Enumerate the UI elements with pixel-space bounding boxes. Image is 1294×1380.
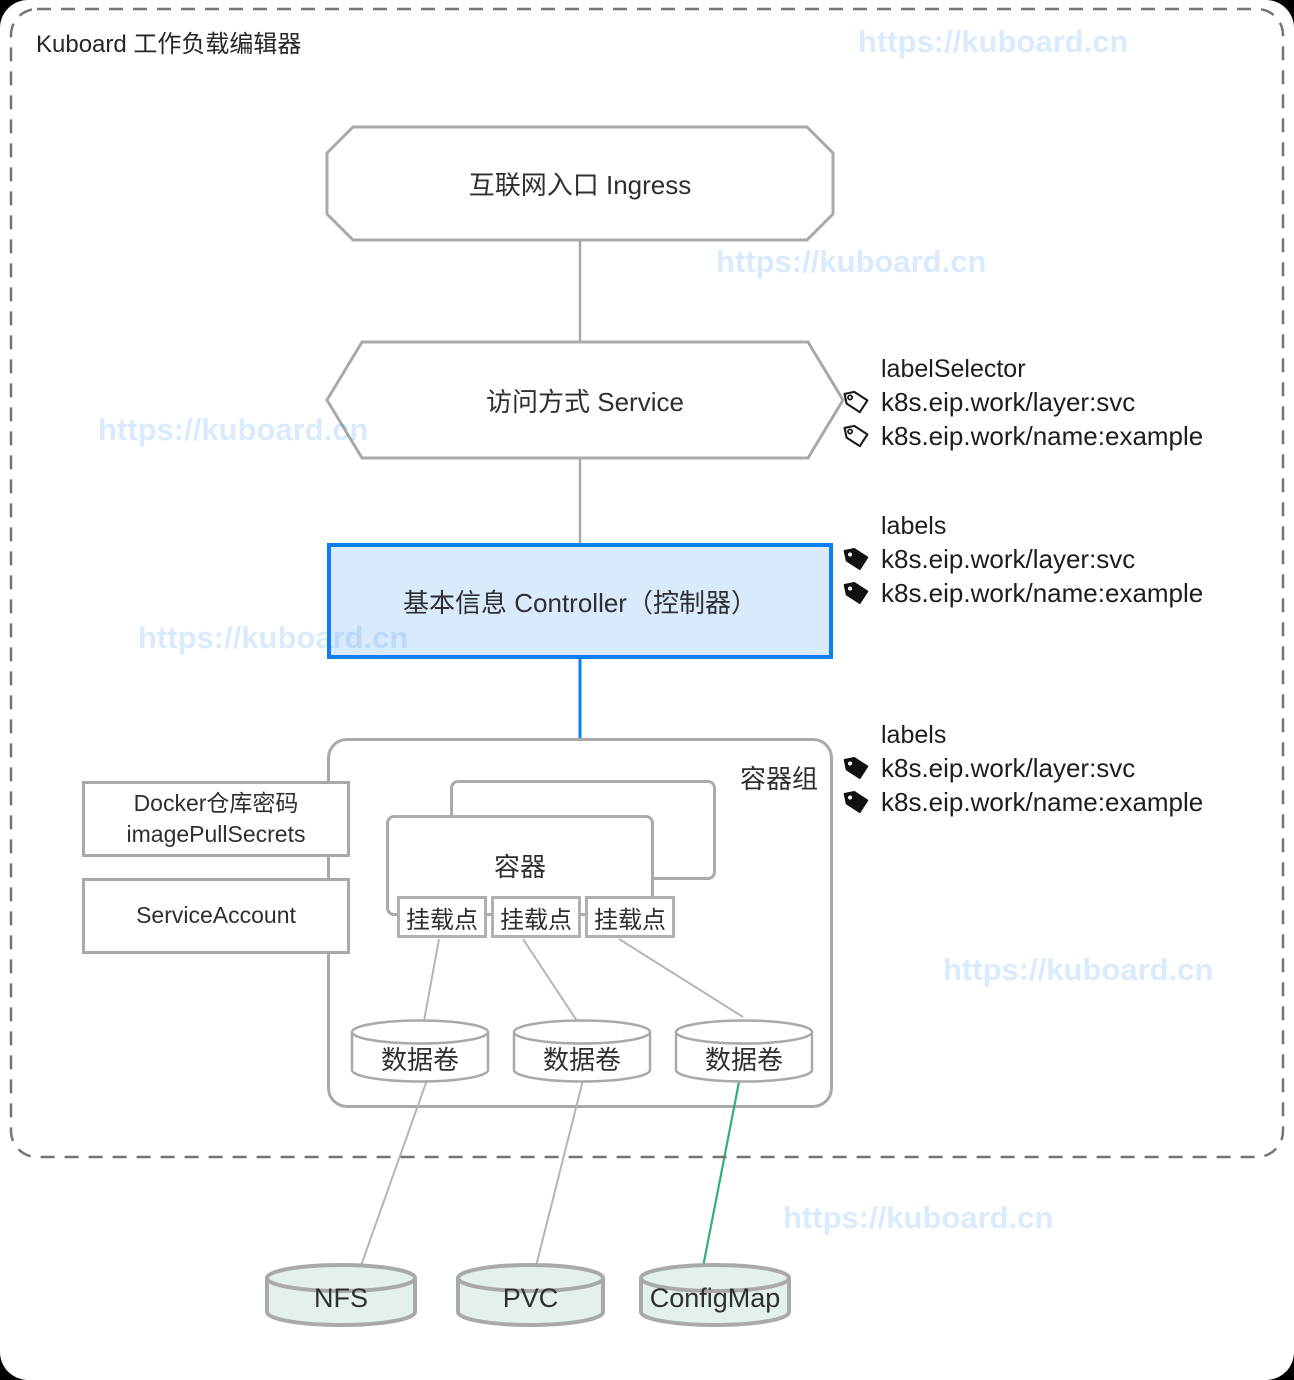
tag-outline-icon: [843, 390, 869, 414]
label-row: k8s.eip.work/layer:svc: [843, 542, 1203, 576]
volume-label: 数据卷: [542, 1045, 621, 1075]
label-selector-heading: labelSelector: [881, 355, 1026, 383]
pod-labels-block: labels k8s.eip.work/layer:svc k8s.eip.wo…: [843, 719, 1203, 819]
tag-outline-icon: [843, 424, 869, 448]
label-text: k8s.eip.work/name:example: [881, 420, 1204, 451]
node-ingress-label: 互联网入口 Ingress: [468, 170, 692, 200]
image-pull-secrets-line1: Docker仓库密码: [133, 789, 299, 816]
label-row: k8s.eip.work/name:example: [843, 576, 1203, 610]
label-row: k8s.eip.work/name:example: [843, 419, 1203, 453]
node-mount-point: 挂载点: [585, 896, 675, 938]
watermark: https://kuboard.cn: [783, 1200, 1054, 1235]
node-image-pull-secrets: Docker仓库密码 imagePullSecrets: [82, 781, 350, 857]
tag-filled-icon: [843, 756, 869, 780]
pod-group-label: 容器组: [740, 764, 819, 794]
label-text: k8s.eip.work/name:example: [881, 577, 1204, 608]
node-controller: 基本信息 Controller（控制器）: [327, 543, 833, 659]
watermark: https://kuboard.cn: [716, 244, 987, 279]
volume-label: 数据卷: [704, 1045, 783, 1075]
edge-volume3-configmap: [701, 1081, 741, 1268]
labels-heading: labels: [881, 512, 947, 540]
image-pull-secrets-line2: imagePullSecrets: [126, 821, 306, 847]
controller-labels-block: labels k8s.eip.work/layer:svc k8s.eip.wo…: [843, 510, 1203, 610]
pvc-label: PVC: [502, 1283, 559, 1313]
tag-filled-icon: [843, 790, 869, 814]
edge-volume1-nfs: [357, 1079, 428, 1275]
node-service-label: 访问方式 Service: [486, 386, 684, 417]
edge-volume2-pvc: [533, 1079, 584, 1275]
labels-heading: labels: [881, 721, 947, 749]
node-service-account: ServiceAccount: [82, 878, 350, 954]
label-text: k8s.eip.work/layer:svc: [881, 543, 1136, 574]
label-text: k8s.eip.work/layer:svc: [881, 752, 1136, 783]
watermark: https://kuboard.cn: [943, 952, 1214, 987]
label-row: k8s.eip.work/name:example: [843, 785, 1203, 819]
label-text: k8s.eip.work/name:example: [881, 786, 1204, 817]
node-mount-point: 挂载点: [397, 896, 487, 938]
node-mount-point: 挂载点: [491, 896, 581, 938]
volume-label: 数据卷: [380, 1045, 459, 1075]
tag-filled-icon: [843, 547, 869, 571]
label-selector-block: labelSelector k8s.eip.work/layer:svc k8s…: [843, 353, 1203, 453]
nfs-label: NFS: [314, 1283, 368, 1313]
tag-filled-icon: [843, 581, 869, 605]
page-title: Kuboard 工作负载编辑器: [36, 31, 302, 58]
label-row: k8s.eip.work/layer:svc: [843, 751, 1203, 785]
watermark: https://kuboard.cn: [858, 24, 1129, 59]
label-text: k8s.eip.work/layer:svc: [881, 386, 1136, 417]
label-row: k8s.eip.work/layer:svc: [843, 385, 1203, 419]
configmap-label: ConfigMap: [649, 1283, 781, 1313]
